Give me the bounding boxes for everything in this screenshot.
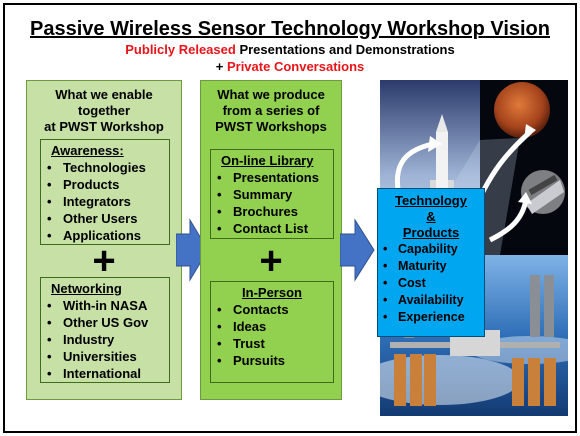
- produce-heading-line: PWST Workshops: [215, 119, 327, 134]
- subtitle-private: Private Conversations: [226, 59, 365, 74]
- list-item: Presentations: [211, 169, 333, 186]
- list-item: Other Users: [41, 210, 169, 227]
- enable-heading: What we enable together at PWST Workshop: [27, 87, 181, 135]
- awareness-title: Awareness:: [51, 143, 124, 158]
- inperson-title: In-Person: [242, 285, 302, 300]
- enable-heading-line: together: [78, 103, 130, 118]
- produce-heading: What we produce from a series of PWST Wo…: [201, 87, 341, 135]
- list-item: Products: [41, 176, 169, 193]
- list-item: Trust: [211, 335, 333, 352]
- library-list: Presentations Summary Brochures Contact …: [211, 169, 333, 237]
- list-item: With-in NASA: [41, 297, 169, 314]
- arrowheads: [428, 124, 536, 204]
- subtitle-rest: Presentations and Demonstrations: [235, 42, 455, 57]
- capsule-spacecraft: [521, 170, 565, 214]
- library-box: On-line Library Presentations Summary Br…: [210, 149, 334, 239]
- mars-planet: [494, 82, 550, 138]
- list-item: Experience: [378, 309, 484, 326]
- subtitle-line-1: Publicly Released Presentations and Demo…: [0, 42, 580, 57]
- tech-title-line: Products: [402, 225, 460, 240]
- subtitle-line-2: + Private Conversations: [0, 59, 580, 74]
- networking-list: With-in NASA Other US Gov Industry Unive…: [41, 297, 169, 382]
- enable-heading-line: at PWST Workshop: [44, 119, 164, 134]
- list-item: Technologies: [41, 159, 169, 176]
- library-title: On-line Library: [221, 153, 314, 168]
- plus-sign: +: [259, 239, 283, 283]
- list-item: Other US Gov: [41, 314, 169, 331]
- produce-column: What we produce from a series of PWST Wo…: [200, 80, 342, 400]
- list-item: Contacts: [211, 301, 333, 318]
- tech-title-line: &: [426, 209, 436, 224]
- technology-products-box: Technology & Products Capability Maturit…: [377, 188, 485, 337]
- tech-title: Technology & Products: [378, 193, 484, 241]
- flow-arrow-2: [340, 218, 375, 282]
- list-item: Cost: [378, 275, 484, 292]
- list-item: Integrators: [41, 193, 169, 210]
- list-item: Availability: [378, 292, 484, 309]
- subtitle-highlight: Publicly Released: [125, 42, 236, 57]
- list-item: International: [41, 365, 169, 382]
- list-item: Summary: [211, 186, 333, 203]
- list-item: Brochures: [211, 203, 333, 220]
- networking-title: Networking: [51, 281, 122, 296]
- list-item: Ideas: [211, 318, 333, 335]
- list-item: Industry: [41, 331, 169, 348]
- plus-sign: +: [92, 239, 116, 283]
- diagram-title: Passive Wireless Sensor Technology Works…: [30, 18, 550, 40]
- list-item: Universities: [41, 348, 169, 365]
- tech-title-line: Technology: [395, 193, 467, 208]
- list-item: Contact List: [211, 220, 333, 237]
- produce-heading-line: What we produce: [217, 87, 325, 102]
- list-item: Pursuits: [211, 352, 333, 369]
- produce-heading-line: from a series of: [222, 103, 320, 118]
- enable-heading-line: What we enable: [55, 87, 153, 102]
- tech-list: Capability Maturity Cost Availability Ex…: [378, 241, 484, 326]
- subtitle-plus: +: [215, 59, 227, 74]
- flow-arrow-1: [176, 218, 209, 282]
- list-item: Maturity: [378, 258, 484, 275]
- networking-box: Networking With-in NASA Other US Gov Ind…: [40, 277, 170, 383]
- inperson-list: Contacts Ideas Trust Pursuits: [211, 301, 333, 369]
- list-item: Applications: [41, 227, 169, 244]
- awareness-box: Awareness: Technologies Products Integra…: [40, 139, 170, 245]
- list-item: Capability: [378, 241, 484, 258]
- inperson-box: In-Person Contacts Ideas Trust Pursuits: [210, 281, 334, 383]
- enable-column: What we enable together at PWST Workshop…: [26, 80, 182, 400]
- awareness-list: Technologies Products Integrators Other …: [41, 159, 169, 244]
